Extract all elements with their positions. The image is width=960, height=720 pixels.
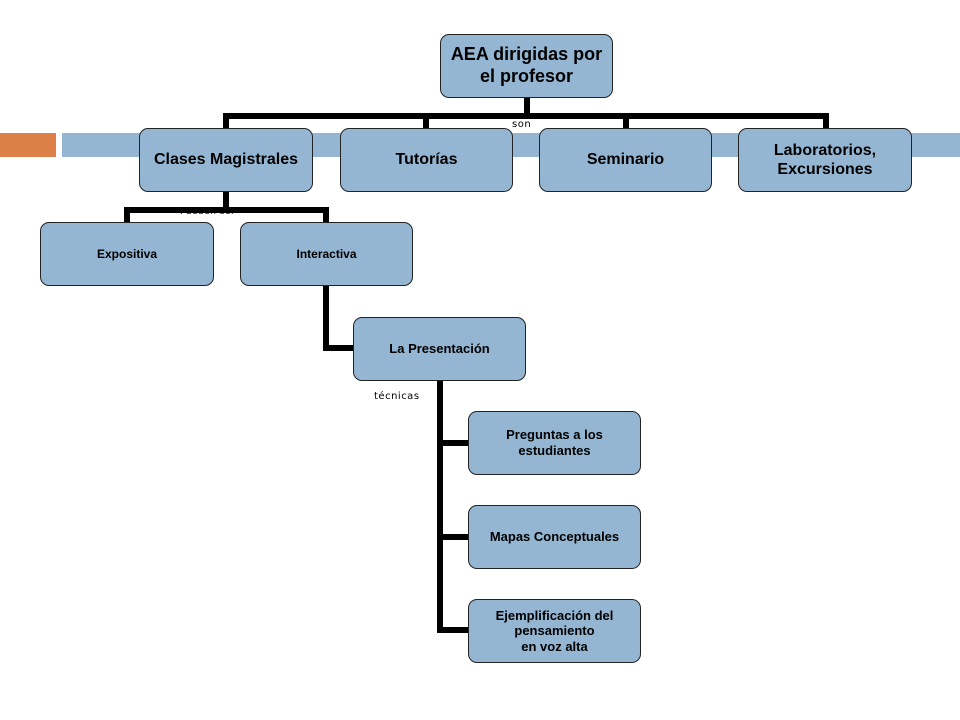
label-son: son: [512, 119, 532, 130]
root-node: AEA dirigidas por el profesor: [440, 34, 613, 98]
node-clases-magistrales: Clases Magistrales: [139, 128, 313, 192]
label-pueden-ser: Pueden ser: [180, 207, 236, 217]
node-preguntas-estudiantes: Preguntas a los estudiantes: [468, 411, 641, 475]
node-laboratorios-excursiones: Laboratorios, Excursiones: [738, 128, 912, 192]
node-seminario: Seminario: [539, 128, 712, 192]
node-expositiva: Expositiva: [40, 222, 214, 286]
connector-to-presentacion: [323, 286, 355, 351]
node-la-presentacion: La Presentación: [353, 317, 526, 381]
node-tutorias: Tutorías: [340, 128, 513, 192]
node-mapas-conceptuales: Mapas Conceptuales: [468, 505, 641, 569]
connector-tecnicas-spine: [437, 380, 470, 633]
node-interactiva: Interactiva: [240, 222, 413, 286]
node-ejemplificacion-pensamiento: Ejemplificación del pensamiento en voz a…: [468, 599, 641, 663]
title-accent-bar-orange: [0, 133, 56, 157]
label-tecnicas: técnicas: [374, 391, 420, 402]
